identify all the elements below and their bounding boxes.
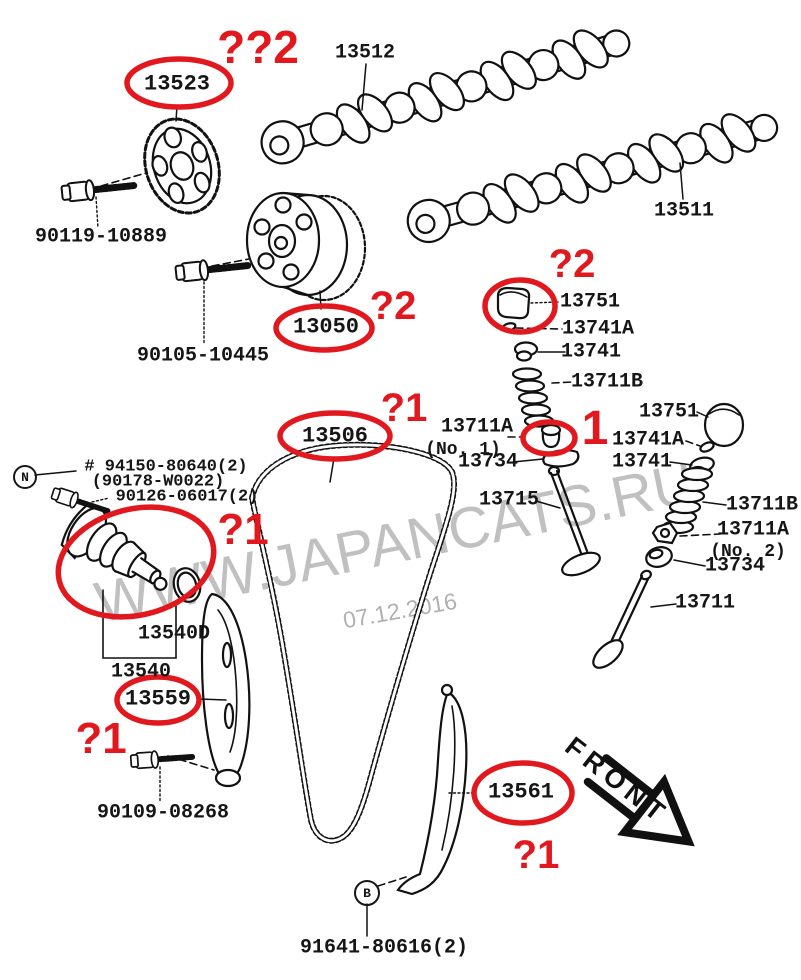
highlight-seat-no1 [520, 419, 578, 457]
part-label-13711: 13711 [674, 591, 736, 615]
part-label-13540: 13540 [110, 660, 172, 684]
camshaft-2-drawing [400, 97, 785, 254]
annotation-q-tensioner: ?1 [217, 505, 269, 554]
bolt-90109-drawing [130, 748, 192, 769]
part-label-13506: 13506 [301, 423, 369, 449]
annotation-q-chain: ?1 [380, 386, 428, 430]
part-label-13711b-top: 13711B [570, 370, 644, 394]
part-label-13741-top: 13741 [560, 340, 622, 364]
valve-train-top-drawing [496, 286, 601, 577]
highlight-13559 [114, 674, 202, 726]
front-arrow [583, 754, 695, 847]
camshaft-1-drawing [253, 12, 638, 176]
part-label-13711a-no1: 13711A [440, 415, 514, 439]
part-label-no2-note: (No. 2) [710, 542, 786, 562]
part-label-13715: 13715 [478, 488, 540, 512]
highlight-13050 [273, 303, 375, 353]
tensioner-drawing [60, 503, 168, 591]
part-label-13561: 13561 [487, 779, 555, 805]
highlight-13561 [471, 760, 575, 826]
part-label-90119-10889: 90119-10889 [34, 225, 168, 249]
part-label-13751-right: 13751 [638, 400, 700, 424]
annotation-q-guide-slack: ?1 [75, 714, 127, 763]
part-label-91641-80616: 91641-80616(2) [299, 936, 469, 960]
annotation-q-top: ??2 [217, 21, 299, 73]
part-label-13540d: 13540D [137, 622, 211, 646]
part-label-no1-note: (No. 1) [425, 440, 501, 460]
part-label-90105-10445: 90105-10445 [136, 344, 270, 368]
vvt-gear-drawing [245, 191, 367, 302]
timing-chain-drawing [248, 441, 458, 844]
part-label-90178-w0022: (90178-W0022) [91, 472, 225, 492]
valve-train-right-drawing [592, 402, 745, 669]
part-label-13741a-right: 13741A [611, 428, 685, 452]
part-label-13734-mid: 13734 [457, 450, 519, 474]
highlight-tensioner [55, 504, 217, 620]
annotation-qty-one: 1 [581, 402, 609, 455]
part-label-13751-top: 13751 [559, 290, 621, 314]
annotation-q-vvt: ?2 [369, 284, 417, 328]
bolt-90105-drawing [175, 256, 249, 283]
highlight-13506 [277, 410, 393, 462]
part-label-13711b-right: 13711B [725, 493, 799, 517]
part-label-13734-right: 13734 [704, 554, 766, 578]
part-label-13711a-no2: 13711A [716, 518, 790, 542]
annotation-q-lifter: ?2 [548, 242, 596, 286]
callout-circle-b: B [354, 880, 380, 906]
highlight-13523 [124, 56, 234, 110]
cam-sprocket-drawing [143, 117, 221, 215]
callout-circle-n: N [13, 465, 37, 489]
part-label-94150-80640: # 94150-80640(2) [84, 457, 248, 477]
part-label-90109-08268: 90109-08268 [96, 801, 230, 825]
leader-lines [34, 63, 727, 937]
tension-guide-drawing [396, 683, 468, 896]
part-label-90126-06017: 90126-06017(2) [115, 487, 259, 507]
slack-guide-drawing [200, 592, 251, 788]
part-label-13559: 13559 [124, 686, 192, 712]
part-label-13741a-top: 13741A [561, 317, 635, 341]
part-label-13523: 13523 [143, 71, 211, 97]
annotation-q-guide-tension: ?1 [512, 833, 560, 877]
part-label-13512: 13512 [334, 41, 396, 65]
highlight-ellipses [55, 56, 578, 826]
part-label-13741-right: 13741 [611, 450, 673, 474]
part-label-13050: 13050 [292, 314, 360, 340]
highlight-13751-top [482, 277, 558, 335]
part-label-13511: 13511 [653, 199, 715, 223]
